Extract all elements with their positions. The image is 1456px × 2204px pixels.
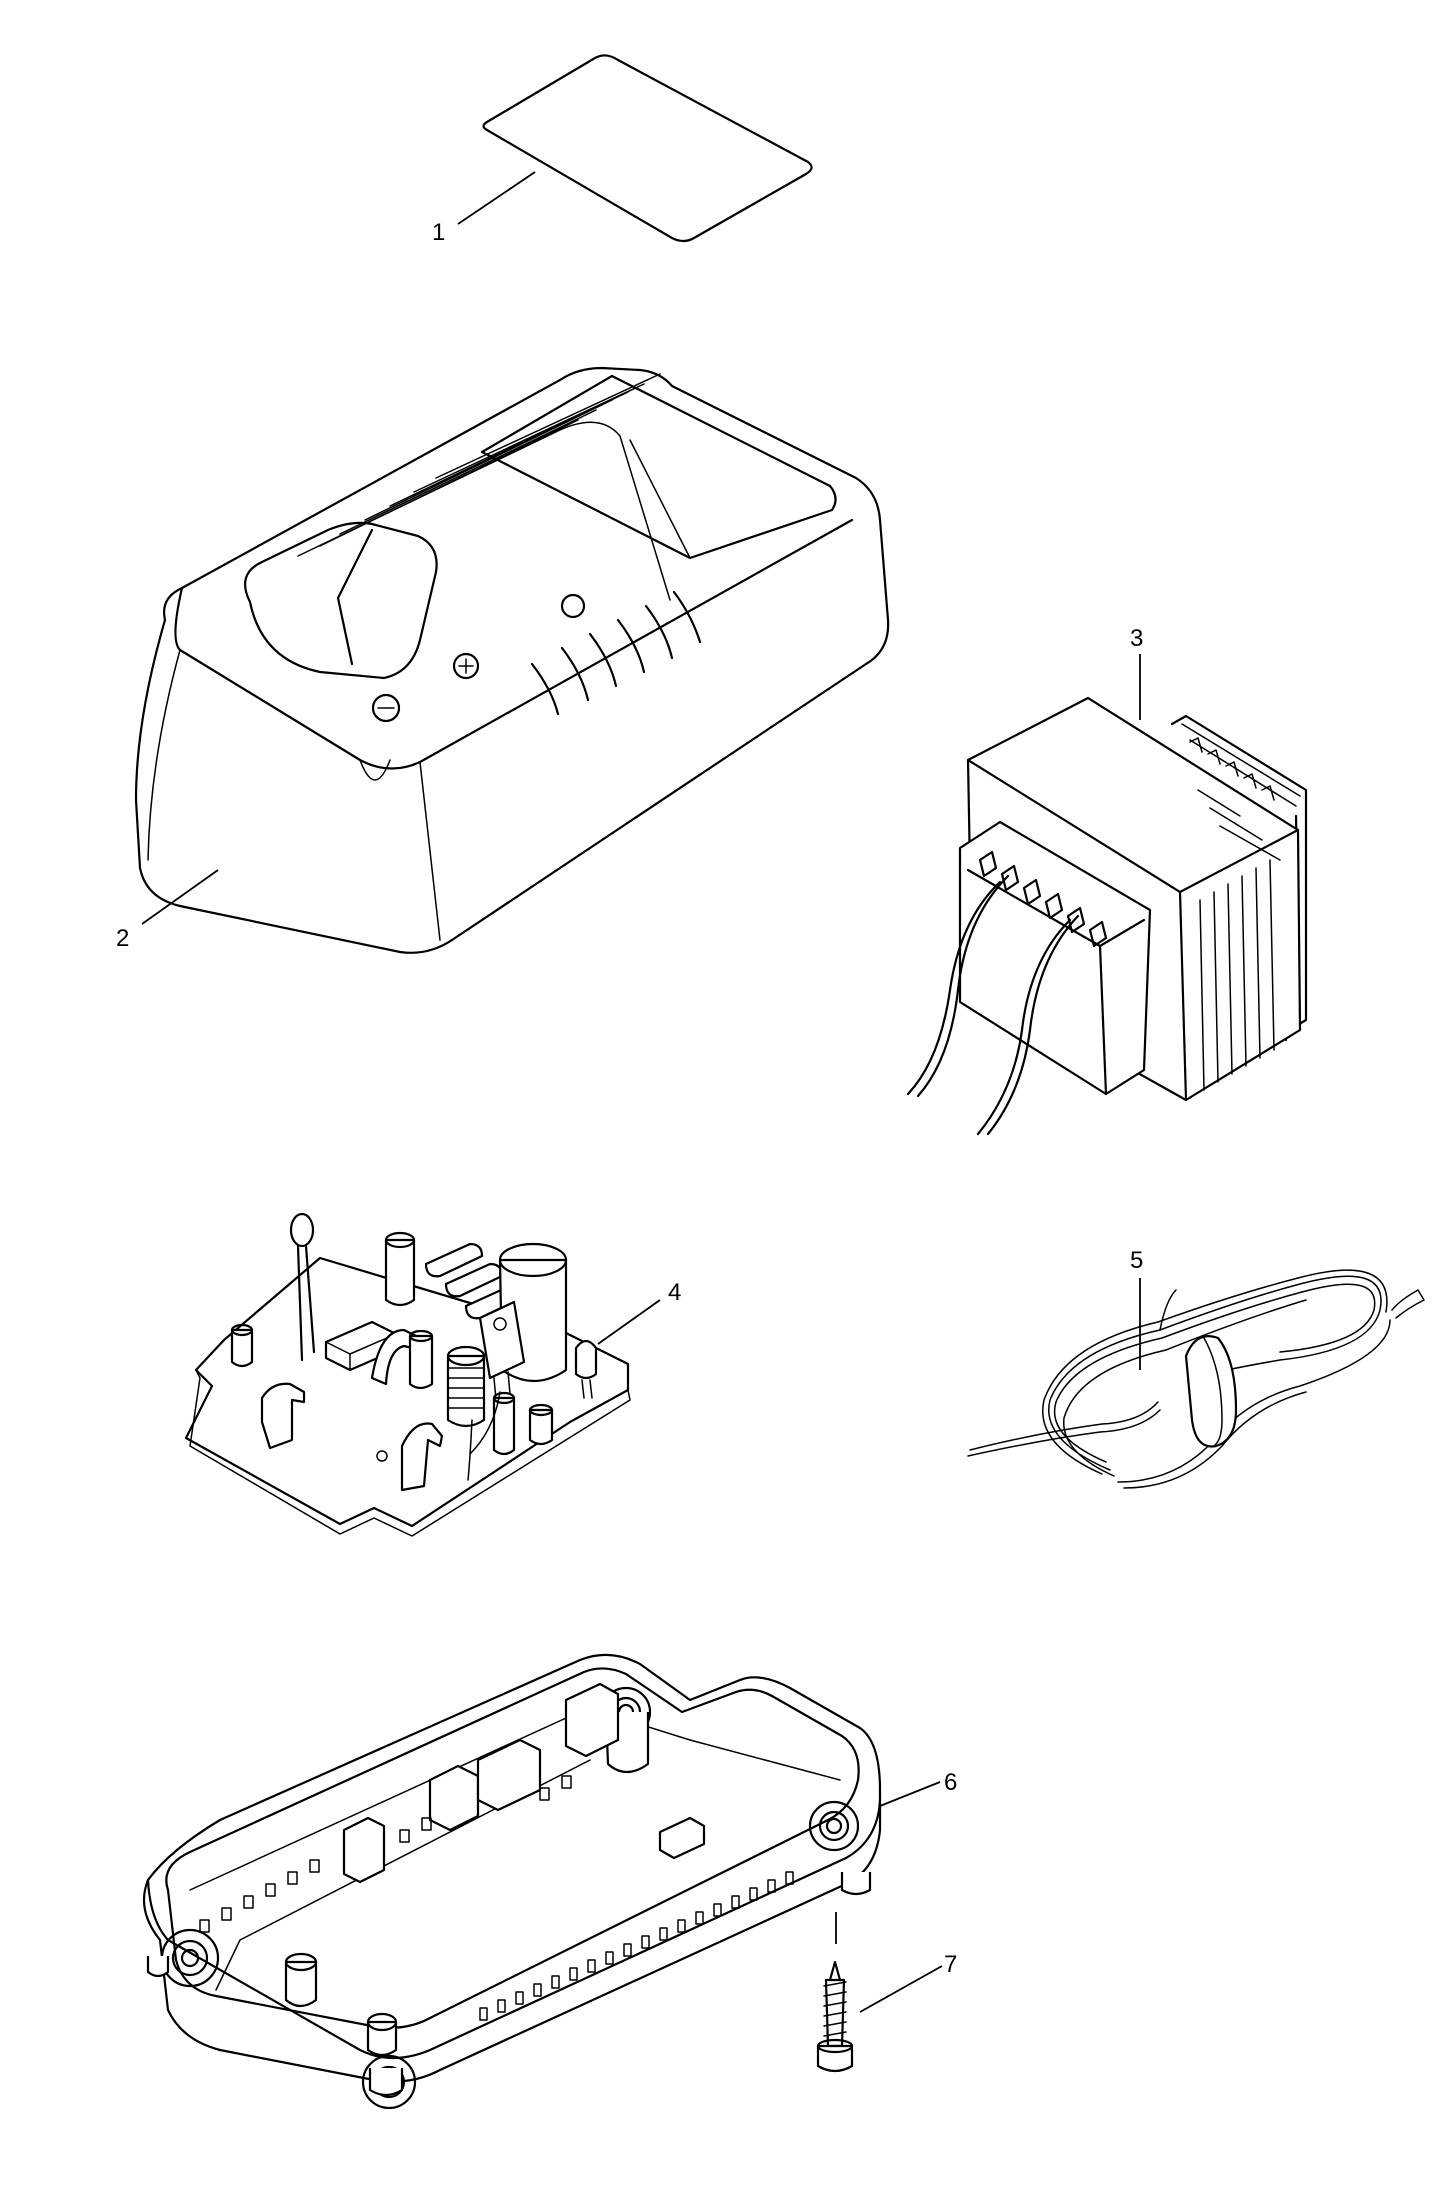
- callout-7-label: 7: [944, 1951, 957, 1978]
- part-5-cord-bundle: [967, 1269, 1425, 1489]
- callout-2: 2: [116, 869, 219, 952]
- callout-2-label: 2: [116, 925, 129, 952]
- callout-7: 7: [859, 1951, 957, 2013]
- part-7-tapping-screw: [816, 1912, 854, 2073]
- part-2-charger-housing: [134, 366, 890, 954]
- callout-3: 3: [1130, 625, 1143, 720]
- callout-6-label: 6: [944, 1769, 957, 1796]
- part-3-transformer: [906, 696, 1308, 1136]
- callout-4: 4: [597, 1279, 681, 1345]
- part-1-label-plate: [482, 54, 813, 243]
- part-4-circuit-board: [184, 1212, 631, 1537]
- callout-5: 5: [1130, 1247, 1143, 1370]
- part-6-charger-base: [142, 1653, 882, 2110]
- callout-4-label: 4: [668, 1279, 681, 1306]
- callout-3-label: 3: [1130, 625, 1143, 652]
- callout-1-label: 1: [432, 219, 445, 246]
- callout-1: 1: [432, 171, 536, 246]
- callout-6: 6: [879, 1769, 957, 1807]
- callout-5-label: 5: [1130, 1247, 1143, 1274]
